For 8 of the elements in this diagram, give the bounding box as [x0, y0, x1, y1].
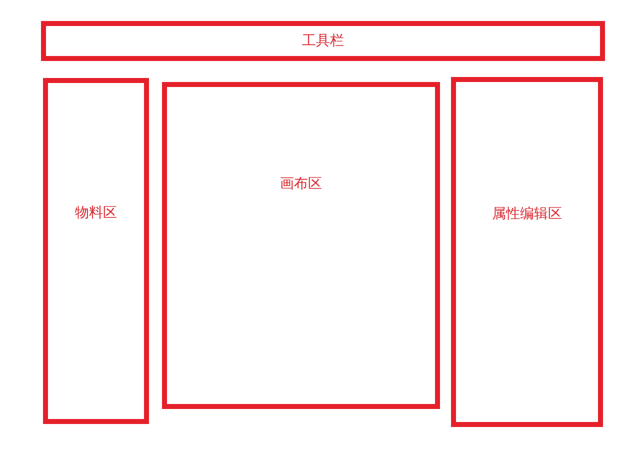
- canvas-panel: [162, 82, 440, 409]
- panel-label: 属性编辑区: [492, 205, 562, 223]
- sidebar-panel: [43, 78, 149, 424]
- panel-label: 画布区: [280, 175, 322, 193]
- toolbar-panel: [41, 21, 605, 61]
- panel-label: 工具栏: [302, 32, 344, 50]
- sidebar-panel: [451, 77, 603, 427]
- panel-label: 物料区: [75, 204, 117, 222]
